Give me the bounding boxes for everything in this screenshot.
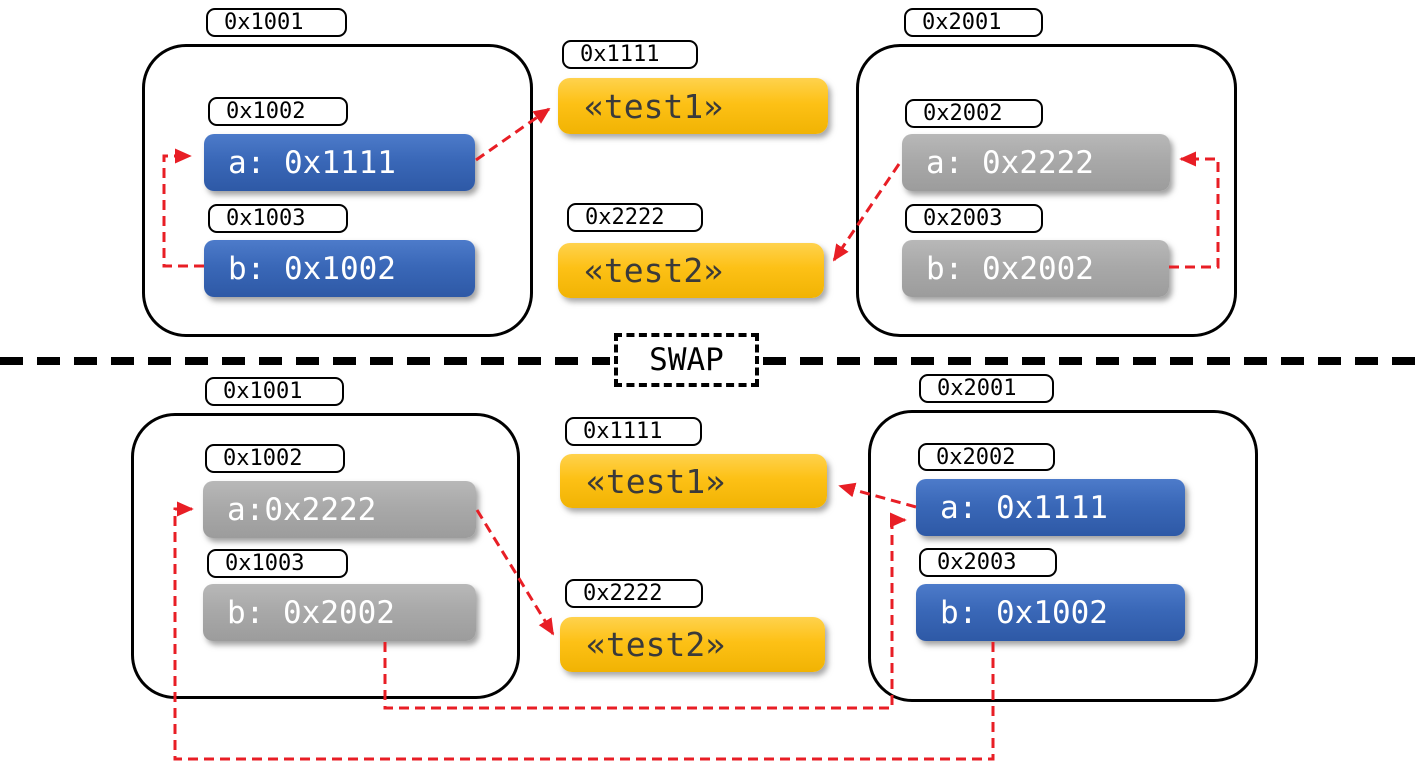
before-left-slot-a: a: 0x1111: [204, 134, 475, 191]
after-right-slot-a: a: 0x1111: [916, 479, 1185, 536]
before-right-slot-b: b: 0x2002: [902, 240, 1169, 297]
after-left-slot-b: b: 0x2002: [203, 584, 476, 641]
after-left-slot-b-address-chip: 0x1003: [207, 549, 348, 578]
before-right-slot-a-address-chip: 0x2002: [905, 99, 1043, 128]
after-left-slot-a-address-chip: 0x1002: [205, 444, 345, 473]
before-right-frame-address-chip: 0x2001: [904, 8, 1043, 37]
after-right-frame-address-chip: 0x2001: [919, 374, 1054, 403]
before-left-slot-b: b: 0x1002: [204, 240, 475, 297]
before-heap-test2-address-chip: 0x2222: [567, 203, 703, 232]
after-heap-test1-box: «test1»: [560, 454, 827, 508]
before-right-slot-a: a: 0x2222: [902, 134, 1170, 191]
before-right-slot-b-address-chip: 0x2003: [905, 204, 1043, 233]
after-left-slot-a: a:0x2222: [203, 481, 476, 538]
after-heap-test2-box: «test2»: [560, 617, 825, 672]
after-right-slot-a-address-chip: 0x2002: [918, 443, 1055, 471]
before-left-frame-address-chip: 0x1001: [206, 8, 347, 37]
before-left-slot-a-address-chip: 0x1002: [208, 97, 348, 126]
swap-step-box: SWAP: [614, 333, 759, 387]
after-heap-test2-address-chip: 0x2222: [565, 579, 703, 608]
before-heap-test1-box: «test1»: [558, 78, 828, 134]
after-right-slot-b: b: 0x1002: [916, 584, 1185, 641]
after-heap-test1-address-chip: 0x1111: [565, 417, 702, 446]
after-right-slot-b-address-chip: 0x2003: [919, 548, 1057, 577]
before-heap-test1-address-chip: 0x1111: [562, 40, 698, 69]
before-heap-test2-box: «test2»: [558, 243, 824, 298]
before-left-slot-b-address-chip: 0x1003: [208, 204, 348, 233]
after-left-frame-address-chip: 0x1001: [205, 377, 344, 406]
